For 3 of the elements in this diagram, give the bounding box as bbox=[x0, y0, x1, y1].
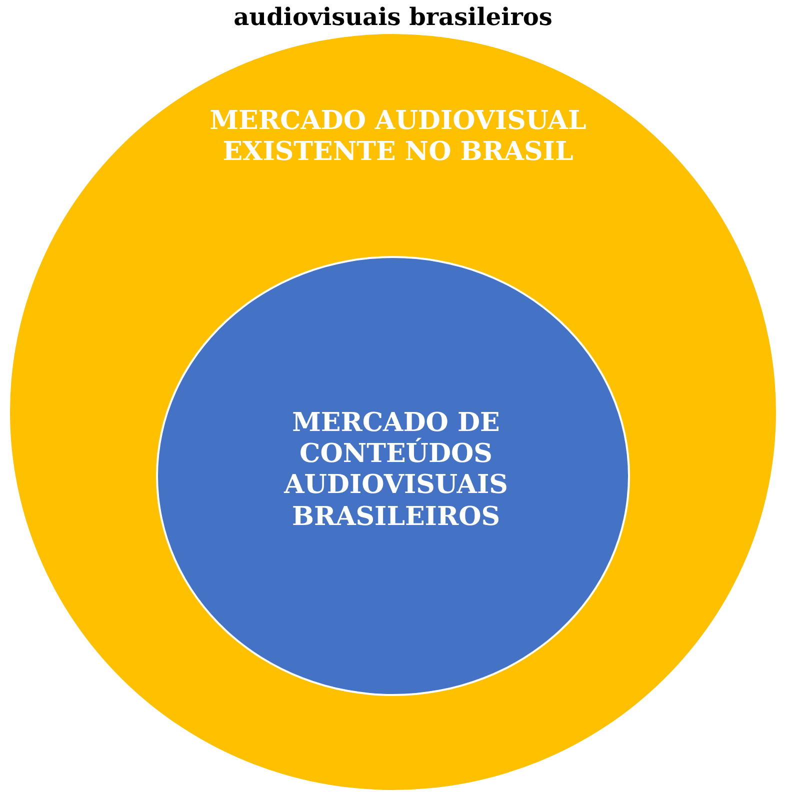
circle-label: MERCADO AUDIOVISUAL EXISTENTE NO BRASIL bbox=[208, 106, 588, 168]
diagram-title: audiovisuais brasileiros bbox=[232, 2, 554, 31]
circle-label: MERCADO DE CONTEÚDOS AUDIOVISUAIS BRASILEIROS bbox=[282, 408, 509, 533]
